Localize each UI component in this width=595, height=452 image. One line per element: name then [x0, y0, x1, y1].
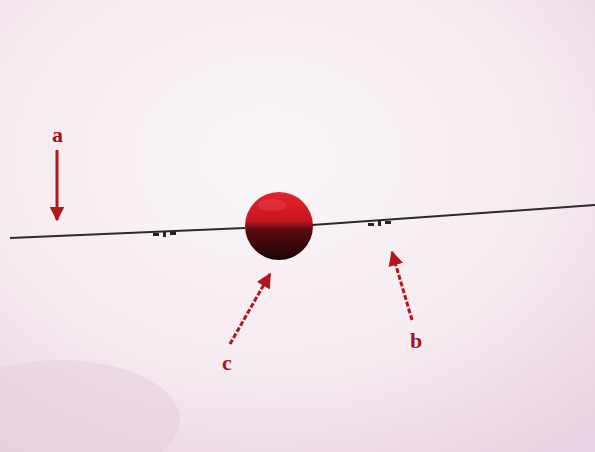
cloud-shade: [0, 360, 180, 452]
pointer-arrow: [392, 252, 412, 320]
callout-letter: a: [52, 124, 63, 146]
pointer-arrow: [56, 150, 59, 220]
callout-letter: b: [410, 330, 422, 352]
pointer-arrow: [230, 274, 270, 344]
ball-highlight: [258, 199, 286, 211]
wire-marker: [153, 231, 176, 237]
callout-letter: c: [222, 352, 232, 374]
wire-marker: [368, 220, 391, 226]
marker-ball: [245, 192, 313, 260]
